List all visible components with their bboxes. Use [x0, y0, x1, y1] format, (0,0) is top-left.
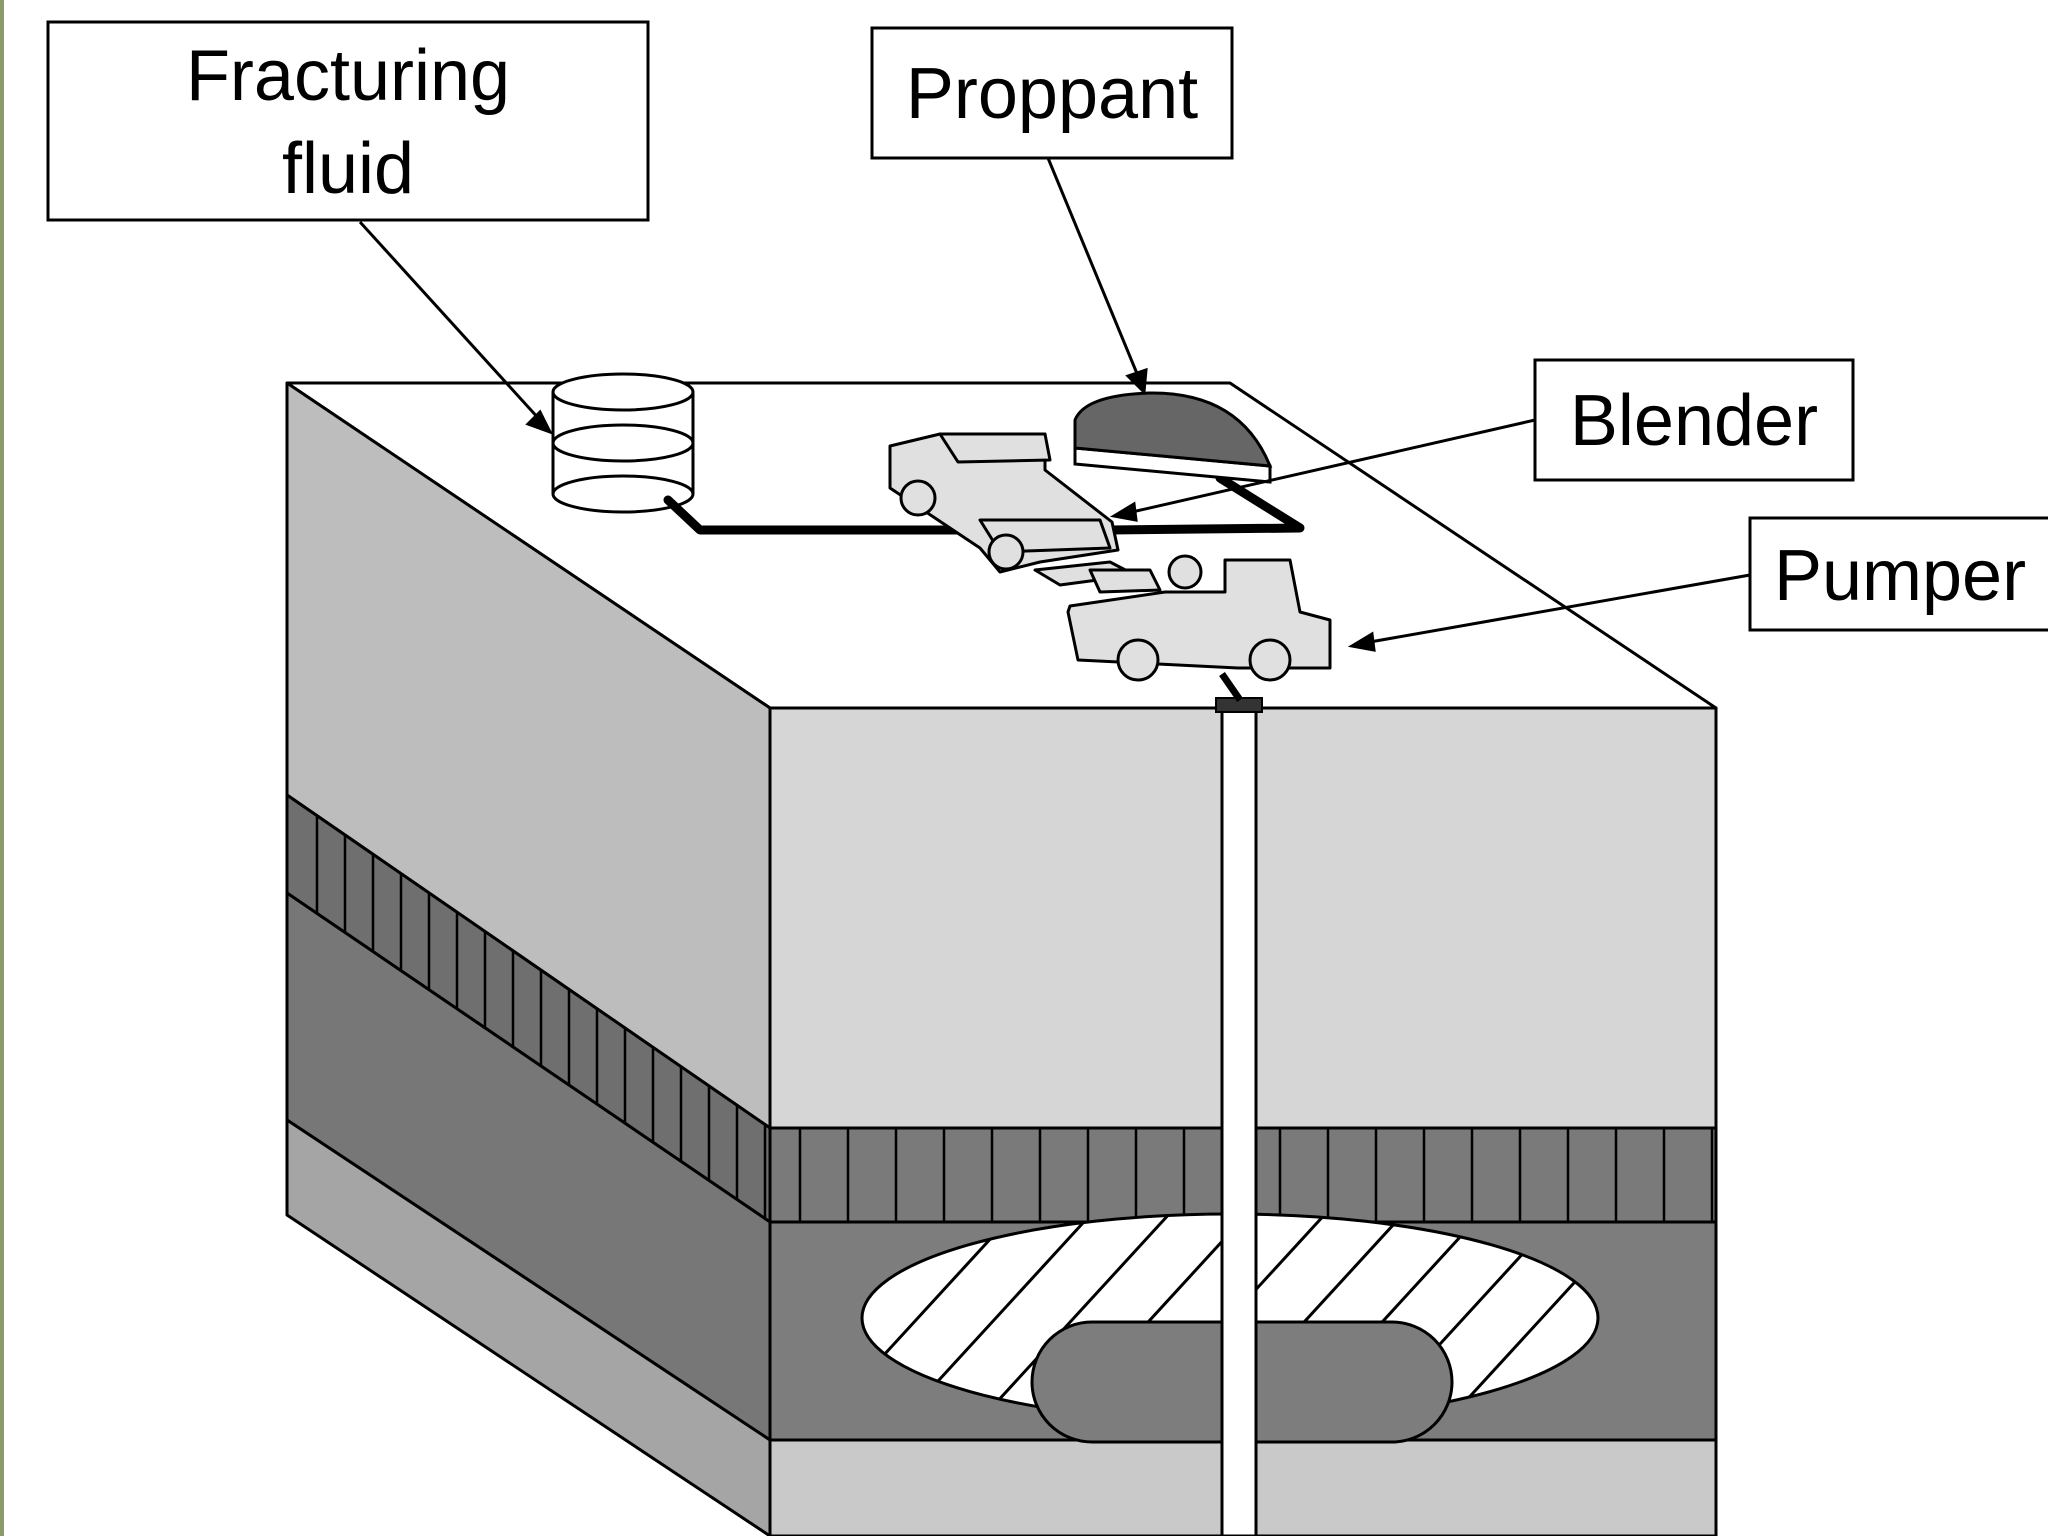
label-proppant-text: Proppant	[906, 54, 1198, 134]
wellbore	[1215, 697, 1263, 1536]
leader-arrows	[358, 157, 1751, 652]
arrow-proppant	[1046, 157, 1148, 396]
arrow-pumper	[1347, 573, 1751, 652]
label-blender-text: Blender	[1570, 381, 1818, 461]
fluid-tank	[551, 372, 695, 514]
label-pumper: Pumper	[1748, 516, 2048, 632]
arrow-fracturing-fluid	[358, 220, 554, 435]
label-fracturing-fluid: Fracturing fluid	[46, 20, 650, 222]
cap-layer-hatch-side	[315, 815, 767, 1219]
label-proppant: Proppant	[870, 26, 1234, 160]
pumper-truck	[1066, 554, 1332, 702]
label-pumper-text: Pumper	[1774, 536, 2026, 616]
base-layer-side	[285, 1118, 772, 1536]
blender-truck	[888, 432, 1137, 587]
cap-layer-hatch-front	[798, 1128, 1714, 1222]
label-blender: Blender	[1533, 358, 1855, 482]
label-fracturing-fluid-line2: fluid	[282, 129, 414, 209]
left-edge-strip	[0, 0, 4, 1536]
fluid-piping	[663, 473, 1305, 535]
label-fracturing-fluid-line1: Fracturing	[186, 36, 510, 116]
arrow-blender	[1109, 418, 1536, 522]
